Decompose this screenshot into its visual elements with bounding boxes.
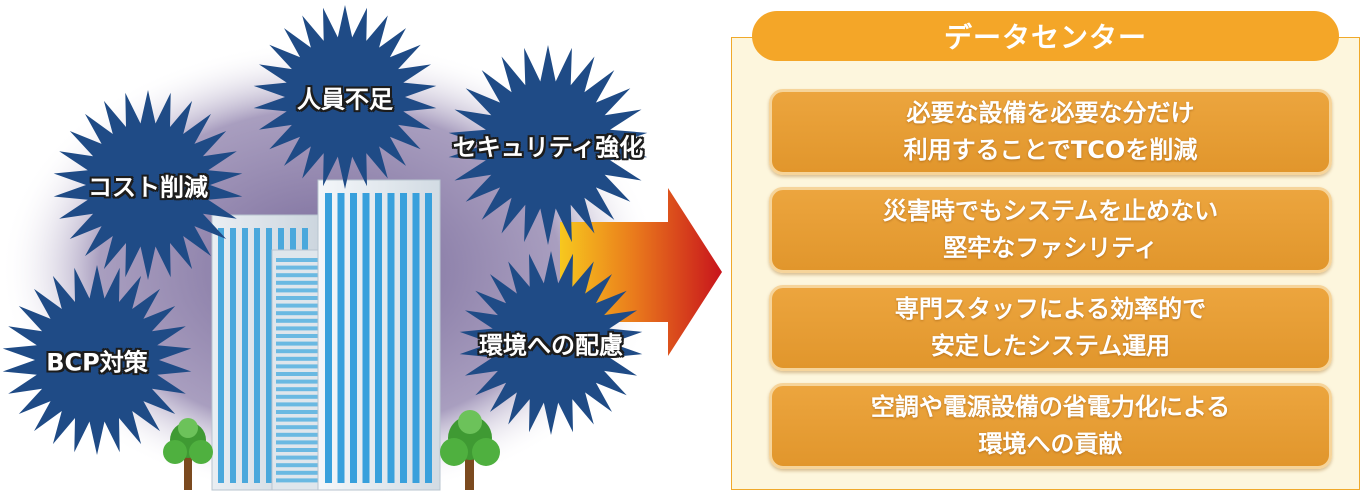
window-band [276,394,328,399]
datacenter-title: データセンター [752,11,1339,61]
window-column [350,193,357,483]
window-band [276,470,328,475]
window-column [325,193,332,483]
burst-label-security: セキュリティ強化 [452,133,644,162]
window-band [276,296,328,300]
burst-label-bcp: BCP対策 [46,348,148,377]
window-column [337,193,345,483]
window-column [266,228,272,483]
window-band [276,326,328,331]
window-band [276,334,328,338]
window-band [276,265,328,270]
feature-tco-line2: 利用することでTCOを削減 [903,136,1198,164]
burst-bcp [2,265,192,455]
feature-operation: 専門スタッフによる効率的で 安定したシステム運用 [769,285,1332,371]
burst-security [448,45,648,245]
window-column [218,228,224,483]
window-band [276,273,328,278]
window-column [412,193,420,483]
burst-label-environment: 環境への配慮 [479,331,623,360]
window-band [276,440,328,445]
building-front [317,179,441,491]
window-band [276,417,328,422]
feature-facility-line1: 災害時でもシステムを止めない [882,197,1219,225]
burst-label-cost-reduction: コスト削減 [88,173,208,202]
window-band [276,280,328,285]
burst-label-staff-shortage: 人員不足 [297,85,393,114]
feature-facility-line2: 堅牢なファシリティ [943,234,1158,262]
window-band [276,402,328,407]
window-band [276,387,328,392]
window-column [425,193,432,483]
feature-environment: 空調や電源設備の省電力化による 環境への貢献 [769,383,1332,469]
window-column [400,193,407,483]
window-column [254,228,260,483]
window-band [276,379,328,384]
feature-facility: 災害時でもシステムを止めない 堅牢なファシリティ [769,187,1332,273]
window-band [276,448,328,452]
burst-cost-reduction [53,90,243,280]
window-band [276,311,328,316]
feature-tco-line1: 必要な設備を必要な分だけ [906,99,1195,127]
burst-staff-shortage [253,5,437,189]
window-band [276,463,328,468]
window-column [375,193,382,483]
window-band [276,410,328,414]
window-band [276,349,328,354]
window-band [276,372,328,376]
window-band [276,425,328,430]
window-band [276,478,328,483]
window-band [276,341,328,346]
window-band [276,364,328,369]
feature-operation-line1: 専門スタッフによる効率的で [894,295,1207,323]
window-band [276,455,328,460]
window-column [387,193,395,483]
tree-right [440,410,500,490]
window-band [276,318,328,323]
tree-left [163,418,213,490]
burst-environment [459,251,643,435]
window-band [276,356,328,361]
window-band [276,258,328,262]
window-band [276,288,328,293]
feature-operation-line2: 安定したシステム運用 [930,332,1171,360]
window-band [276,432,328,437]
window-column [230,228,236,483]
window-band [276,303,328,308]
feature-environment-line2: 環境への貢献 [978,430,1123,458]
feature-tco: 必要な設備を必要な分だけ 利用することでTCOを削減 [769,89,1332,175]
feature-environment-line1: 空調や電源設備の省電力化による [870,393,1231,421]
window-column [242,228,248,483]
window-column [362,193,370,483]
